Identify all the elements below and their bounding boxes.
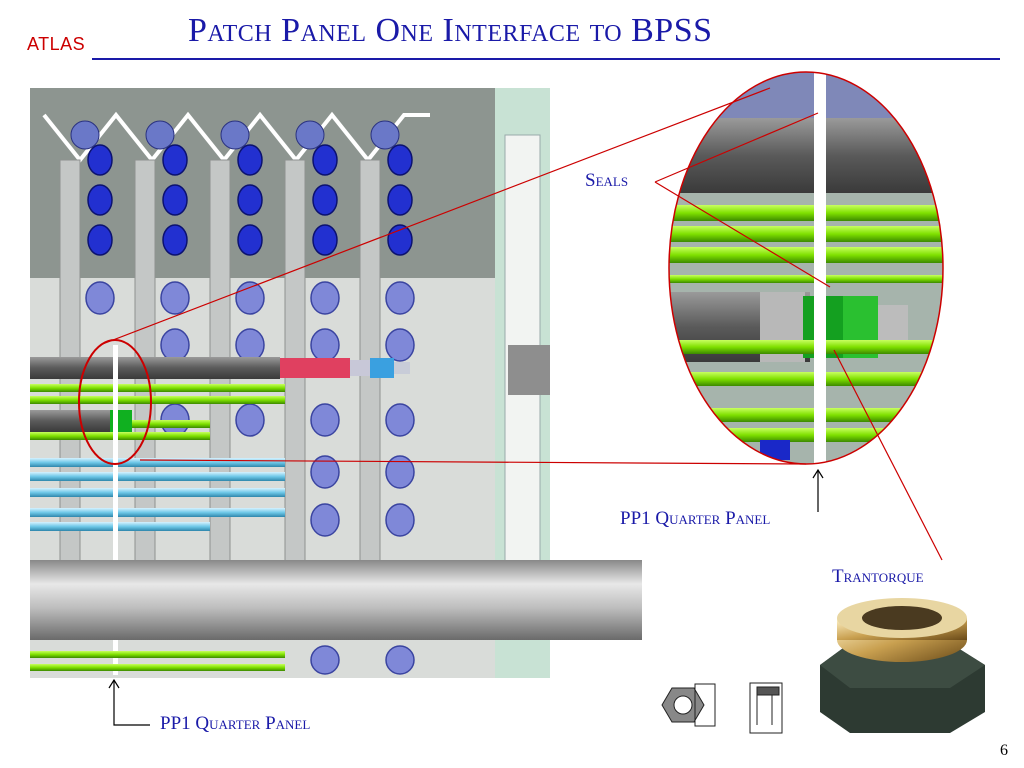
- trantorque-label: Trantorque: [832, 566, 924, 587]
- seals-label: Seals: [585, 170, 629, 191]
- atlas-logo: ATLAS: [27, 34, 86, 54]
- quarter-panel-arrows: [108, 468, 824, 726]
- zoom-detail: [668, 71, 944, 465]
- page-number: 6: [1000, 742, 1008, 759]
- slide-title: Patch Panel One Interface to BPSS: [188, 12, 713, 49]
- hex-nut-drawing: [661, 683, 716, 727]
- pp1-quarter-panel-label-right: PP1 Quarter Panel: [620, 508, 771, 529]
- callout-lines: [99, 87, 943, 561]
- section-drawing: [749, 682, 783, 734]
- title-rule: [92, 58, 1000, 60]
- pp1-quarter-panel-label-bottom: PP1 Quarter Panel: [160, 713, 311, 734]
- trantorque-photo: [820, 598, 985, 733]
- assembly-drawing: [30, 88, 642, 678]
